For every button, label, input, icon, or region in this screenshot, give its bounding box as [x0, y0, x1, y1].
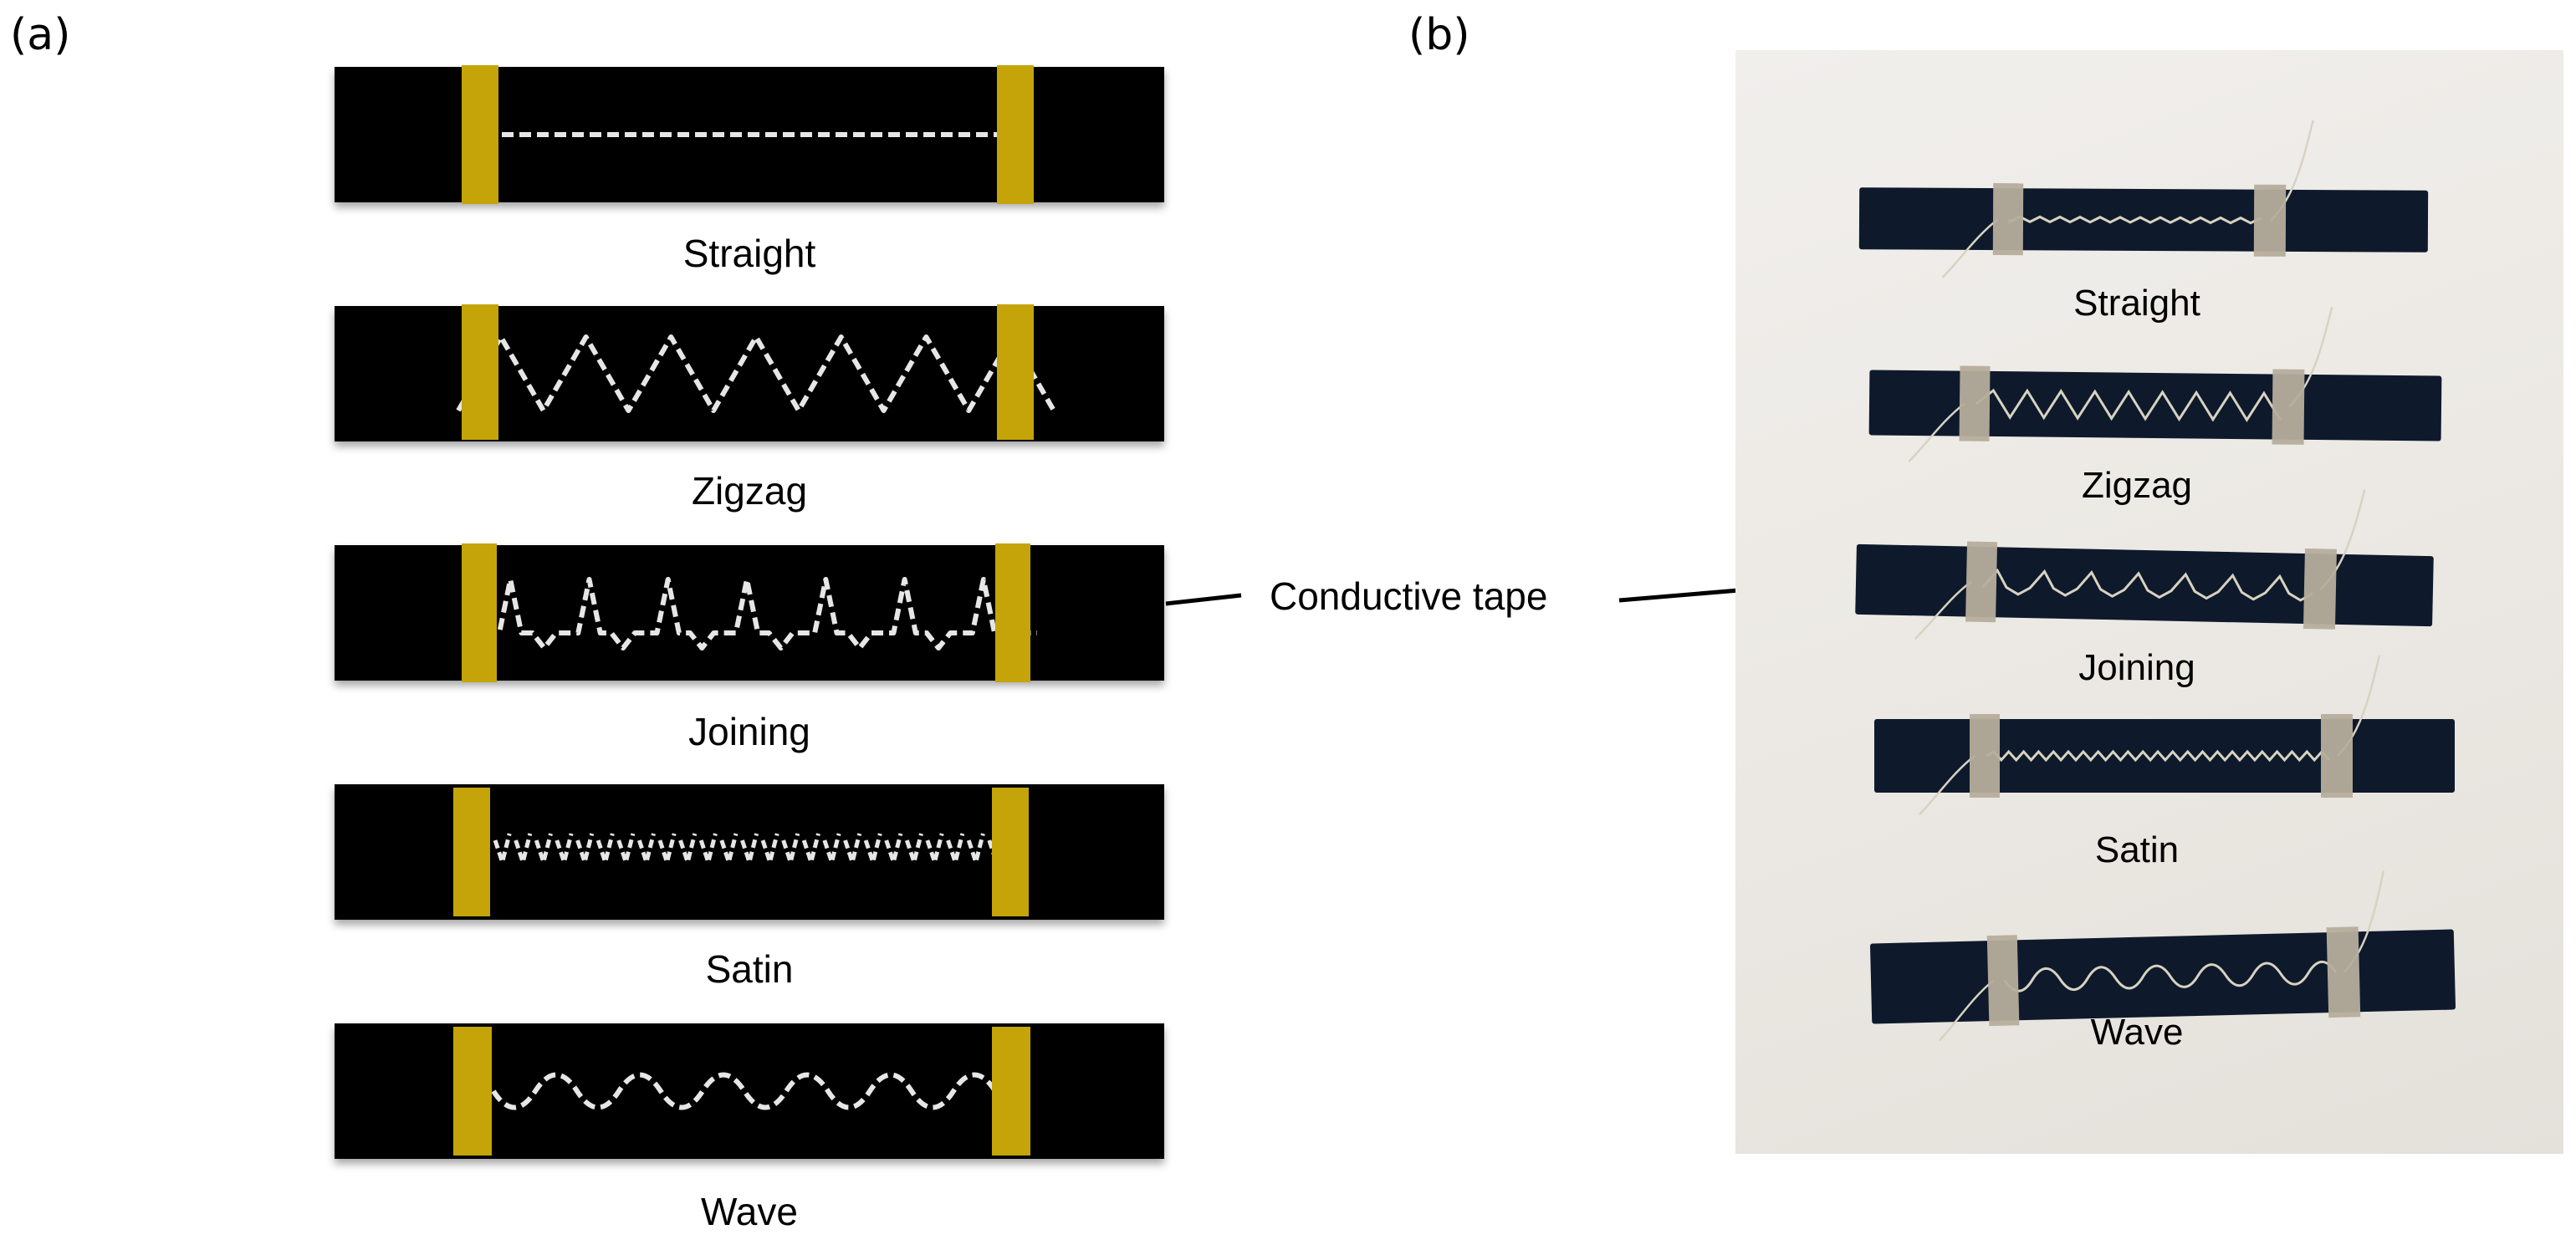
photo-thread [2003, 960, 2338, 992]
label-wave: Wave [701, 1190, 798, 1233]
satin-stitch [698, 833, 718, 865]
satin-stitch [636, 833, 656, 865]
stitch-thread [491, 1072, 998, 1110]
photo-tape-right [2272, 369, 2305, 445]
label-straight: Straight [682, 232, 816, 275]
photo-thread [1981, 568, 2313, 602]
photo-label-straight: Straight [2073, 283, 2200, 324]
sample-photo: Straight Zigzag Joining Satin Wave [1735, 50, 2563, 1154]
photo-strip-zigzag [1868, 306, 2442, 462]
photo-strip-satin [1874, 655, 2455, 815]
photo-tape-left [1970, 714, 2000, 798]
tape-right [992, 788, 1029, 916]
photo-thread-tail [1908, 402, 1965, 462]
tape-left [453, 1027, 492, 1156]
photo-thread-tail [1941, 218, 1999, 278]
photo-tape-left [1965, 541, 1998, 623]
fabric-strip [335, 545, 1164, 681]
tape-right [992, 1027, 1030, 1156]
photo-thread-tail [1938, 979, 1994, 1042]
photo-strip-straight [1858, 120, 2429, 278]
strip-wave [335, 1023, 1164, 1159]
strip-zigzag [335, 304, 1164, 441]
satin-stitch [801, 833, 820, 865]
satin-stitch [616, 833, 636, 865]
photo-thread [1986, 749, 2331, 763]
photo-tape-left [1992, 183, 2024, 256]
satin-stitch [904, 833, 923, 865]
tape-left [462, 65, 498, 204]
photo-tape-right [2326, 926, 2361, 1018]
stitch-thread [485, 577, 1037, 651]
tape-left [462, 543, 497, 682]
photo-thread [1975, 388, 2282, 422]
fabric-strip [335, 306, 1164, 441]
photo-tape-right [2253, 184, 2287, 257]
photo-label-wave: Wave [2090, 1012, 2184, 1053]
satin-stitch [781, 833, 800, 865]
tape-left [462, 304, 498, 440]
satin-stitch [575, 833, 595, 865]
satin-stitch [555, 833, 574, 865]
tape-right [997, 304, 1034, 440]
tape-left [453, 788, 490, 916]
satin-stitch [884, 833, 903, 865]
satin-stitch [822, 833, 841, 865]
label-zigzag: Zigzag [691, 469, 808, 513]
satin-stitch [678, 833, 698, 865]
satin-stitch [740, 833, 759, 865]
satin-stitch [534, 833, 553, 865]
panel-b-label: (b) [1408, 10, 1470, 60]
photo-thread [2008, 215, 2262, 225]
photo-label-satin: Satin [2094, 829, 2180, 870]
satin-stitch [595, 833, 615, 865]
strip-straight [335, 65, 1164, 204]
photo-label-zigzag: Zigzag [2081, 465, 2193, 506]
satin-stitch [843, 833, 862, 865]
photo-fabric [1870, 929, 2456, 1024]
photo-tape-left [1959, 365, 1991, 441]
tape-right [995, 543, 1030, 682]
photo-fabric [1874, 719, 2455, 793]
stitch-thread [493, 833, 1027, 865]
photo-label-joining: Joining [2078, 647, 2195, 688]
photo-tape-right [2321, 714, 2353, 798]
photo-strip-joining [1855, 489, 2434, 640]
satin-stitch [760, 833, 779, 865]
satin-stitch [966, 833, 985, 865]
satin-stitch [946, 833, 965, 865]
photo-tape-left [1986, 935, 2020, 1027]
tape-right [997, 65, 1034, 204]
photo-samples [1855, 120, 2456, 1042]
photo-thread-tail [1914, 580, 1972, 640]
panel-a-label: (a) [10, 10, 71, 60]
photo-thread-tail [1919, 755, 1975, 815]
leader-line-left [1165, 593, 1242, 606]
strip-joining [335, 543, 1164, 682]
satin-stitch [657, 833, 677, 865]
conductive-tape-label: Conductive tape [1270, 574, 1548, 618]
photo-tape-right [2303, 548, 2337, 630]
label-satin: Satin [705, 947, 794, 991]
stitch-thread [456, 334, 1056, 413]
satin-stitch [493, 833, 512, 865]
satin-stitch [514, 833, 533, 865]
satin-stitch [925, 833, 944, 865]
satin-stitch [719, 833, 739, 865]
label-joining: Joining [688, 710, 810, 753]
strip-satin [335, 784, 1164, 920]
satin-stitch [863, 833, 882, 865]
photo-strip-wave [1870, 870, 2456, 1042]
